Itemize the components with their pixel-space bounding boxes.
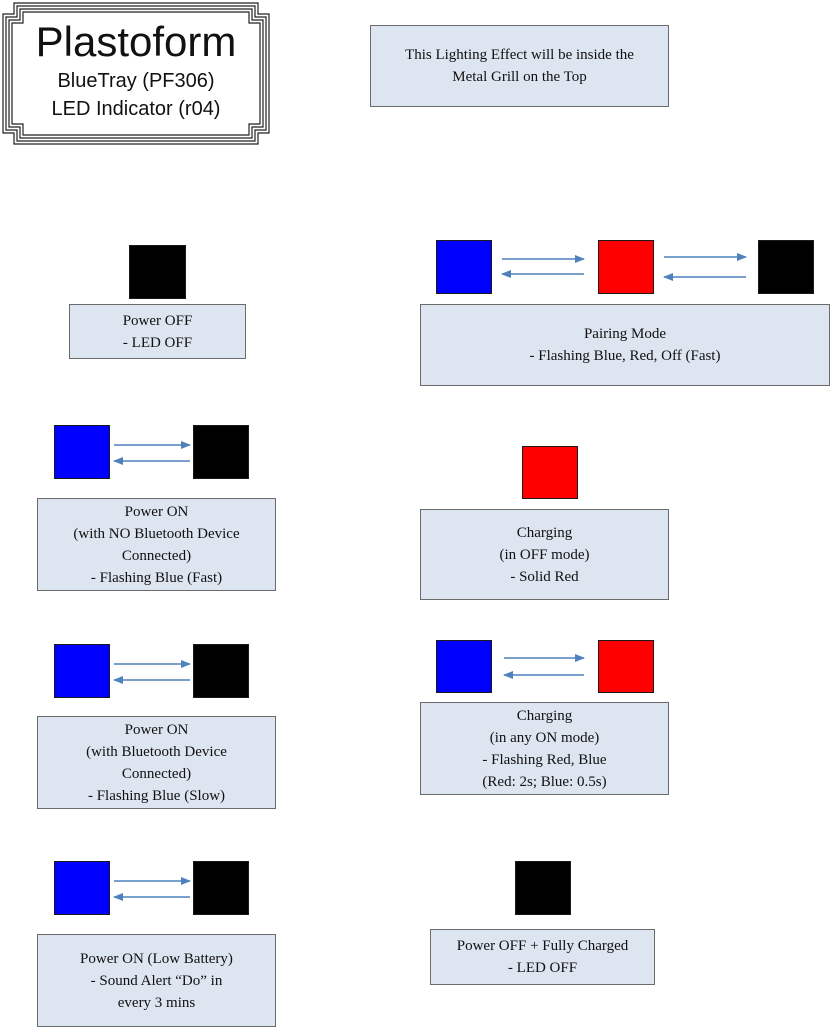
- model-subtitle: BlueTray (PF306): [57, 70, 215, 92]
- state-line: Power ON: [124, 503, 189, 520]
- led-black: [193, 861, 249, 915]
- note-line: Metal Grill on the Top: [452, 69, 587, 85]
- doc-subtitle: LED Indicator (r04): [51, 98, 221, 120]
- title-block: Plastoform BlueTray (PF306) LED Indicato…: [0, 0, 272, 147]
- led-blue: [54, 425, 110, 479]
- state-line: Connected): [121, 547, 192, 564]
- state-line: - Flashing Blue (Fast): [90, 569, 223, 586]
- bidirectional-arrow-icon: [663, 253, 747, 281]
- bidirectional-arrow-icon: [113, 877, 191, 901]
- bidirectional-arrow-icon: [501, 255, 585, 278]
- note-box: This Lighting Effect will be inside the …: [370, 25, 669, 107]
- state-line: Power ON: [124, 721, 189, 738]
- state-line: - Flashing Blue (Slow): [87, 787, 226, 804]
- state-line: Pairing Mode: [583, 326, 667, 342]
- state-line: - Solid Red: [510, 568, 579, 585]
- bidirectional-arrow-icon: [113, 441, 191, 465]
- led-black: [129, 245, 186, 299]
- state-line: - LED OFF: [122, 334, 193, 351]
- state-line: - Sound Alert “Do” in: [90, 972, 223, 989]
- bidirectional-arrow-icon: [503, 654, 585, 679]
- led-black: [193, 644, 249, 698]
- led-red: [598, 240, 654, 294]
- state-line: (in OFF mode): [499, 546, 590, 563]
- brand-title: Plastoform: [35, 18, 237, 65]
- state-line: Power OFF + Fully Charged: [456, 938, 629, 954]
- state-power-off: Power OFF - LED OFF: [69, 304, 246, 359]
- state-line: - LED OFF: [507, 960, 578, 976]
- state-line: (in any ON mode): [489, 729, 600, 746]
- state-low-battery: Power ON (Low Battery) - Sound Alert “Do…: [37, 934, 276, 1027]
- state-line: - Flashing Blue, Red, Off (Fast): [529, 348, 721, 364]
- state-line: (Red: 2s; Blue: 0.5s): [482, 773, 607, 790]
- title-frame: [2, 2, 270, 145]
- state-fully-charged: Power OFF + Fully Charged - LED OFF: [430, 929, 655, 985]
- state-power-on-bt: Power ON (with Bluetooth Device Connecte…: [37, 716, 276, 809]
- led-black: [758, 240, 814, 294]
- state-line: Connected): [121, 765, 192, 782]
- state-line: Power ON (Low Battery): [80, 950, 233, 967]
- state-charging-on: Charging (in any ON mode) - Flashing Red…: [420, 702, 669, 795]
- state-line: Power OFF: [122, 312, 193, 329]
- led-black: [515, 861, 571, 915]
- state-line: every 3 mins: [117, 994, 196, 1011]
- state-power-on-no-bt: Power ON (with NO Bluetooth Device Conne…: [37, 498, 276, 591]
- led-black: [193, 425, 249, 479]
- state-line: Charging: [516, 707, 573, 724]
- state-line: - Flashing Red, Blue: [482, 751, 607, 768]
- bidirectional-arrow-icon: [113, 660, 191, 684]
- led-red: [522, 446, 578, 499]
- led-blue: [436, 240, 492, 294]
- state-pairing-mode: Pairing Mode - Flashing Blue, Red, Off (…: [420, 304, 830, 386]
- led-blue: [54, 644, 110, 698]
- state-line: Charging: [516, 524, 573, 541]
- note-line: This Lighting Effect will be inside the: [405, 47, 634, 63]
- led-blue: [436, 640, 492, 693]
- state-line: (with NO Bluetooth Device: [73, 525, 240, 542]
- led-red: [598, 640, 654, 693]
- state-charging-off: Charging (in OFF mode) - Solid Red: [420, 509, 669, 600]
- led-blue: [54, 861, 110, 915]
- state-line: (with Bluetooth Device: [86, 743, 227, 760]
